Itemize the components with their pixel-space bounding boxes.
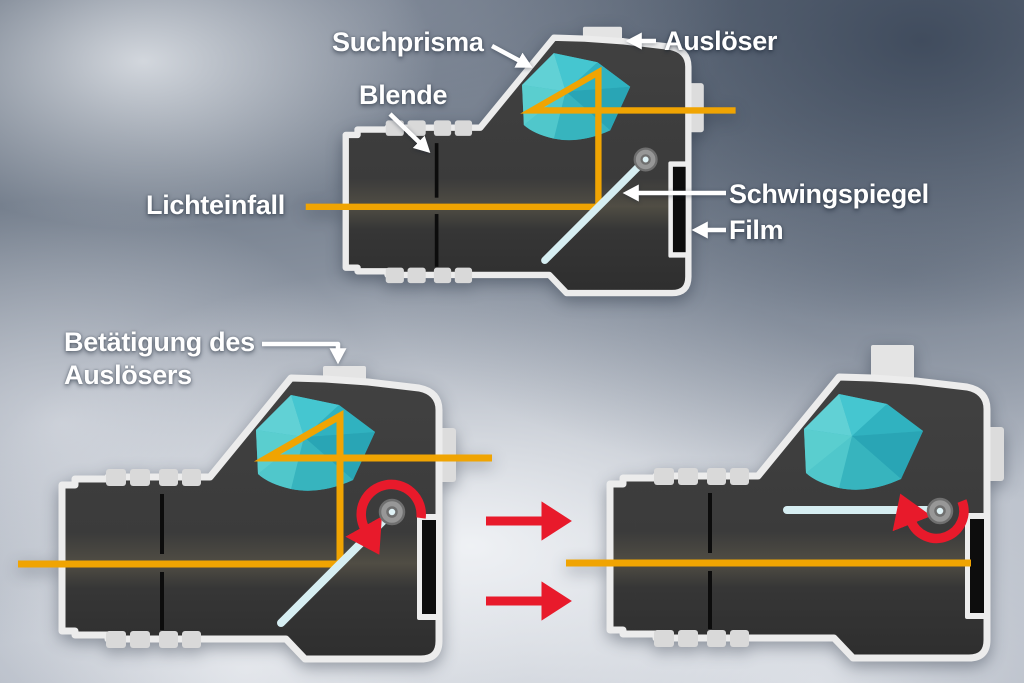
- label-betaetigung: Betätigung des Auslösers: [64, 326, 255, 392]
- mirror-pivot: [633, 147, 658, 172]
- mirror-rotation-arrow-icon: [345, 479, 426, 555]
- light-ray: [305, 66, 736, 210]
- label-betaetigung-line2: Auslösers: [64, 359, 192, 390]
- label-betaetigung-line1: Betätigung des: [64, 327, 255, 357]
- camera-bottom-left-mirror-swinging: [18, 366, 492, 682]
- label-schwingspiegel: Schwingspiegel: [729, 179, 929, 209]
- shutter-button-raised: [871, 345, 914, 385]
- label-ausloeser: Auslöser: [664, 26, 778, 56]
- label-lichteinfall: Lichteinfall: [146, 190, 285, 220]
- camera-top-mirror-down: [305, 26, 736, 314]
- mirror-pivot: [926, 497, 954, 525]
- swing-mirror-down: [541, 155, 650, 265]
- camera-bottom-right-mirror-up: [566, 345, 1024, 681]
- mirror-pivot: [378, 498, 406, 526]
- label-film: Film: [729, 215, 784, 245]
- mirror-rotation-arrow-icon: [892, 493, 969, 544]
- light-ray: [18, 409, 492, 568]
- label-suchprisma: Suchprisma: [332, 27, 484, 57]
- label-blende: Blende: [359, 80, 448, 110]
